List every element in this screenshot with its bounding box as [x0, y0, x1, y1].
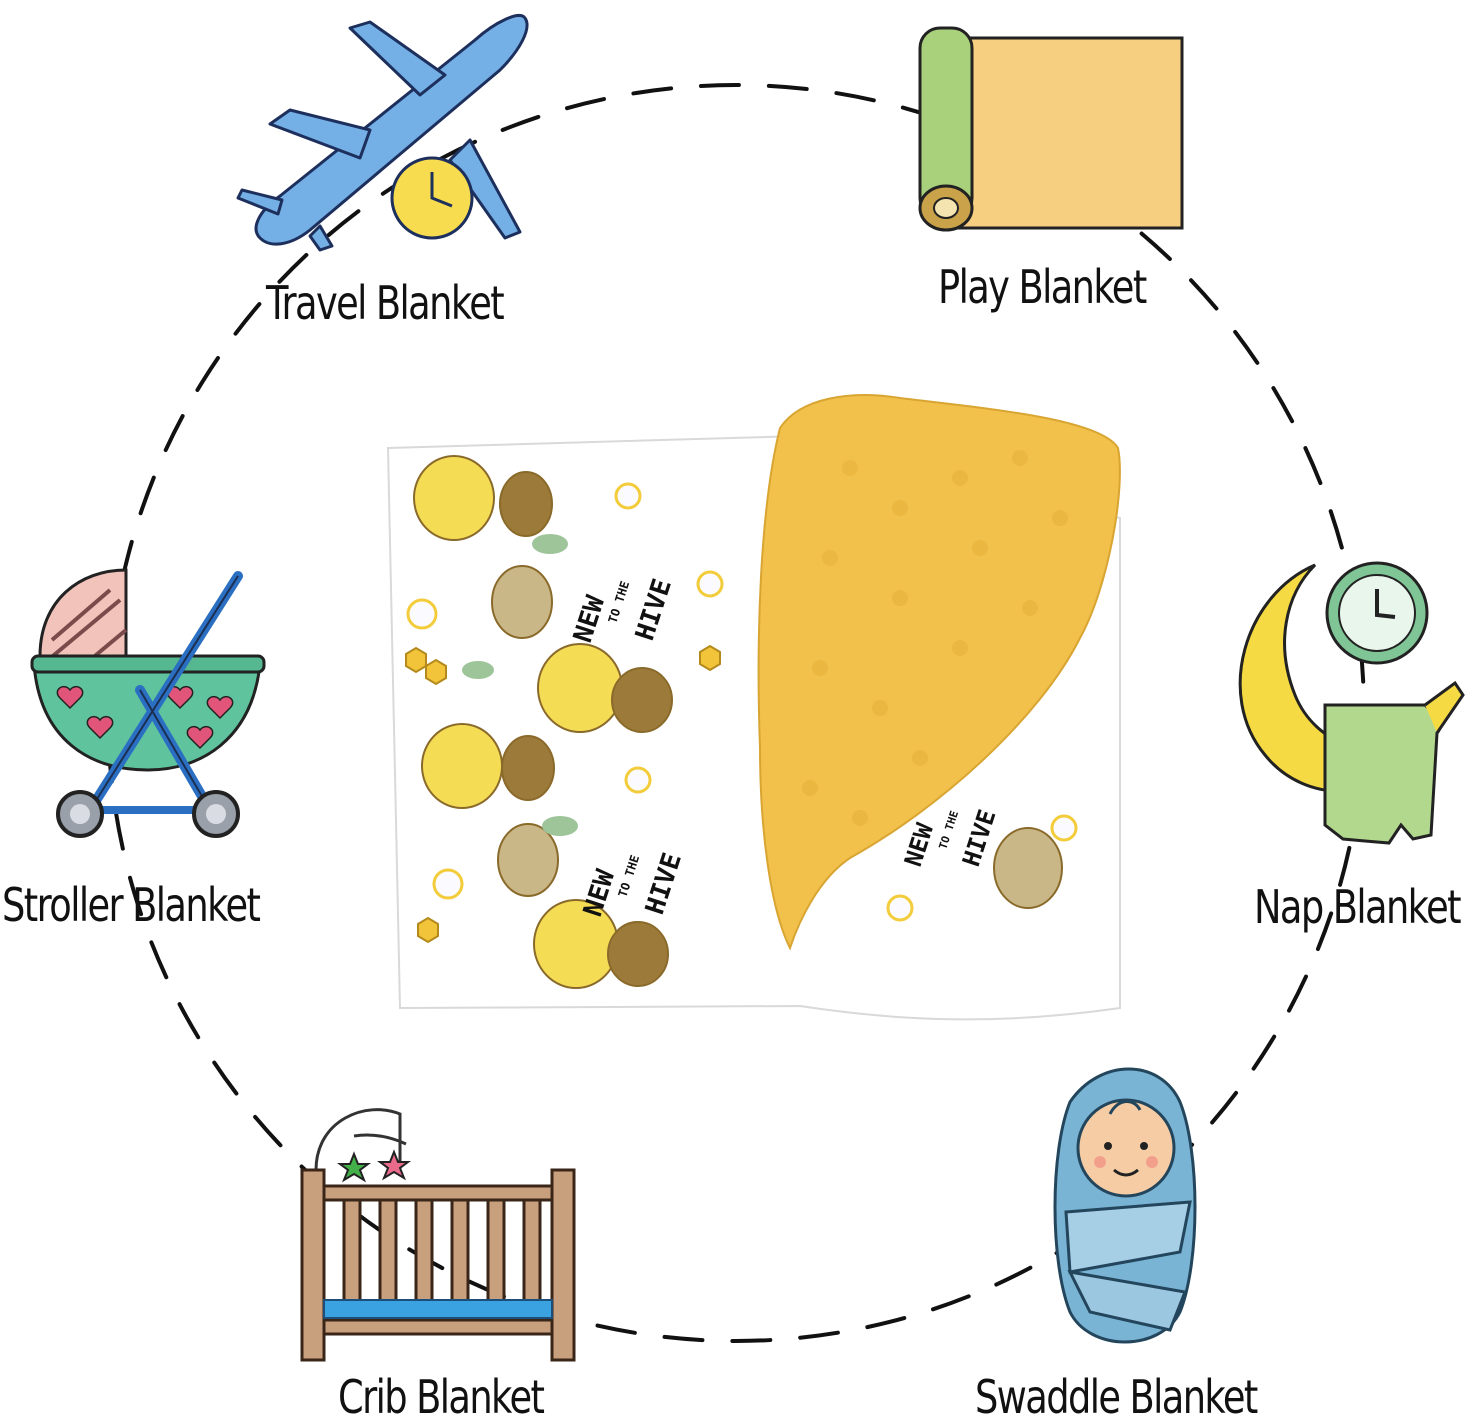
swaddle-label: Swaddle Blanket	[975, 1370, 1258, 1424]
bee-blanket-product-image: NEW TO THE HIVE NEW TO THE HIVE NEW TO T…	[386, 394, 1121, 1021]
play-label: Play Blanket	[938, 260, 1147, 314]
swaddled-baby-icon	[1053, 1067, 1197, 1344]
travel-label: Travel Blanket	[266, 276, 505, 330]
rolled-mat-icon	[918, 26, 1184, 232]
airplane-clock-icon	[236, 13, 529, 252]
stroller-icon	[30, 568, 266, 838]
crib-label: Crib Blanket	[338, 1370, 545, 1424]
crib-icon	[300, 1108, 576, 1362]
moon-clock-icon	[1238, 561, 1465, 845]
nap-label: Nap Blanket	[1254, 880, 1462, 934]
stroller-label: Stroller Blanket	[2, 878, 261, 932]
